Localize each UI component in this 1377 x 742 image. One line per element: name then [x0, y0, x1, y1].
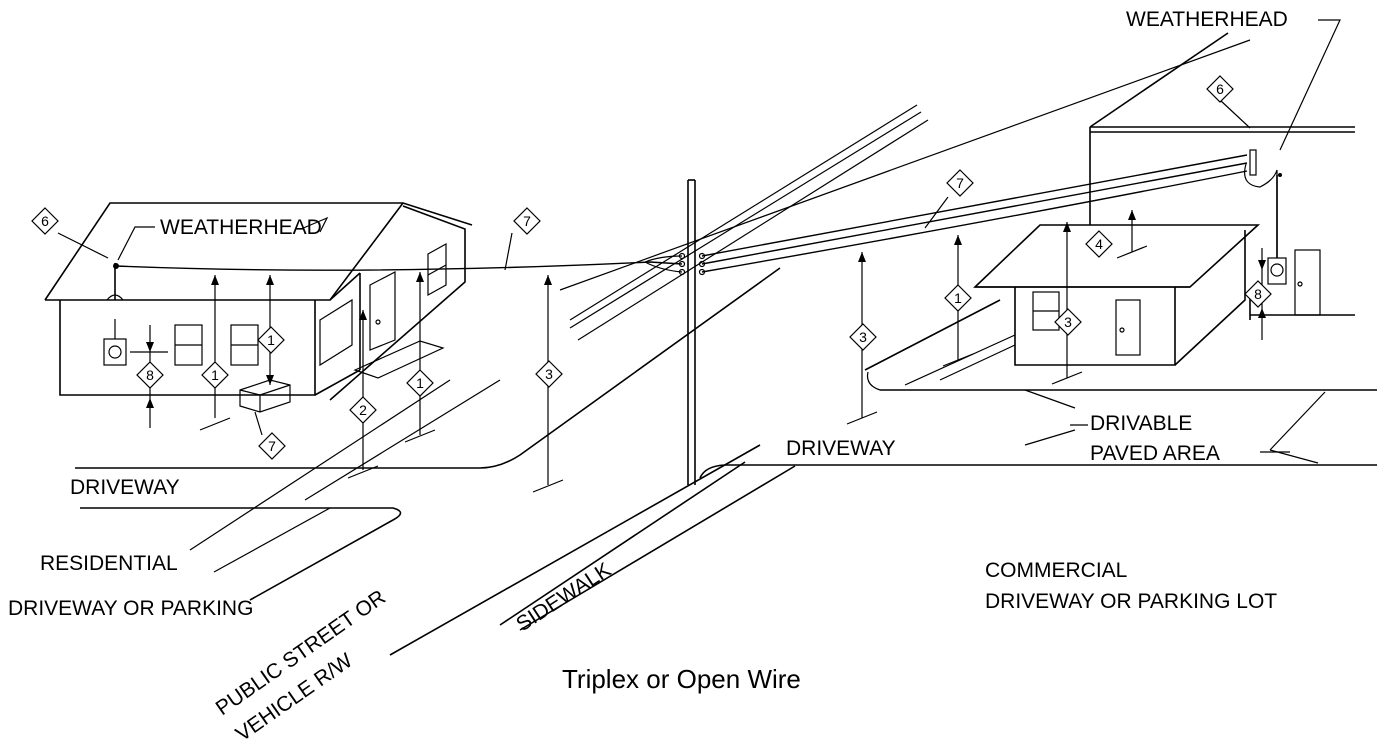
drivable-label: DRIVABLE	[1090, 412, 1192, 435]
callout-marker-8-left: 8	[136, 361, 164, 389]
callout-marker-2: 2	[349, 396, 377, 424]
callout-marker-6-left: 6	[31, 207, 59, 235]
callout-marker-3-mid: 3	[849, 323, 877, 351]
callout-text: 8	[146, 367, 154, 383]
callout-marker-7-box: 7	[258, 432, 286, 460]
callout-marker-7-wire-left: 7	[513, 207, 541, 235]
callout-text: 7	[523, 213, 531, 229]
callout-text: 7	[956, 175, 964, 191]
callout-text: 8	[1254, 286, 1262, 302]
weatherhead-label-left: WEATHERHEAD	[160, 216, 322, 239]
callout-text: 1	[416, 375, 424, 391]
residential-parking-label: DRIVEWAY OR PARKING	[8, 597, 253, 620]
callout-marker-3-commercial: 3	[1054, 308, 1082, 336]
text-labels: WEATHERHEAD WEATHERHEAD DRIVEWAY DRIVEWA…	[8, 8, 1288, 742]
callout-marker-1-c: 1	[406, 369, 434, 397]
callout-text: 7	[268, 438, 276, 454]
callout-marker-6-right: 6	[1206, 75, 1234, 103]
callout-marker-4: 4	[1085, 230, 1113, 258]
callout-text: 6	[41, 213, 49, 229]
callout-text: 1	[211, 367, 219, 383]
commercial-parking-label: DRIVEWAY OR PARKING LOT	[985, 590, 1277, 613]
driveway-label-mid: DRIVEWAY	[786, 437, 896, 460]
residential-label: RESIDENTIAL	[40, 552, 178, 575]
callout-markers: 6 7 1 1 1 8 7 2	[31, 75, 1272, 460]
callout-marker-7-wire-right: 7	[946, 169, 974, 197]
drivable-leader	[1070, 424, 1290, 453]
callout-marker-1-commercial: 1	[944, 284, 972, 312]
callout-text: 6	[1216, 81, 1224, 97]
callout-text: 1	[267, 332, 275, 348]
utility-pole	[678, 179, 706, 485]
driveway-label-left: DRIVEWAY	[70, 476, 180, 499]
residential-house	[44, 202, 473, 413]
diagram-caption: Triplex or Open Wire	[562, 664, 801, 694]
service-wires	[115, 154, 1248, 273]
callout-text: 1	[954, 290, 962, 306]
callout-marker-3-left: 3	[535, 360, 563, 388]
sidewalk-label: SIDEWALK	[512, 558, 615, 636]
weatherhead-label-right: WEATHERHEAD	[1126, 8, 1288, 31]
callout-marker-1-b: 1	[201, 361, 229, 389]
callout-text: 2	[359, 402, 367, 418]
commercial-building	[973, 32, 1355, 366]
callout-leaders	[57, 19, 1341, 436]
callout-marker-8-right: 8	[1244, 280, 1272, 308]
callout-text: 3	[1064, 314, 1072, 330]
commercial-label: COMMERCIAL	[985, 559, 1127, 582]
callout-text: 3	[859, 329, 867, 345]
pavement-lines	[75, 39, 1377, 656]
callout-text: 4	[1095, 236, 1103, 252]
callout-marker-1-a: 1	[257, 326, 285, 354]
callout-text: 3	[545, 366, 553, 382]
paved-area-label: PAVED AREA	[1090, 442, 1220, 465]
